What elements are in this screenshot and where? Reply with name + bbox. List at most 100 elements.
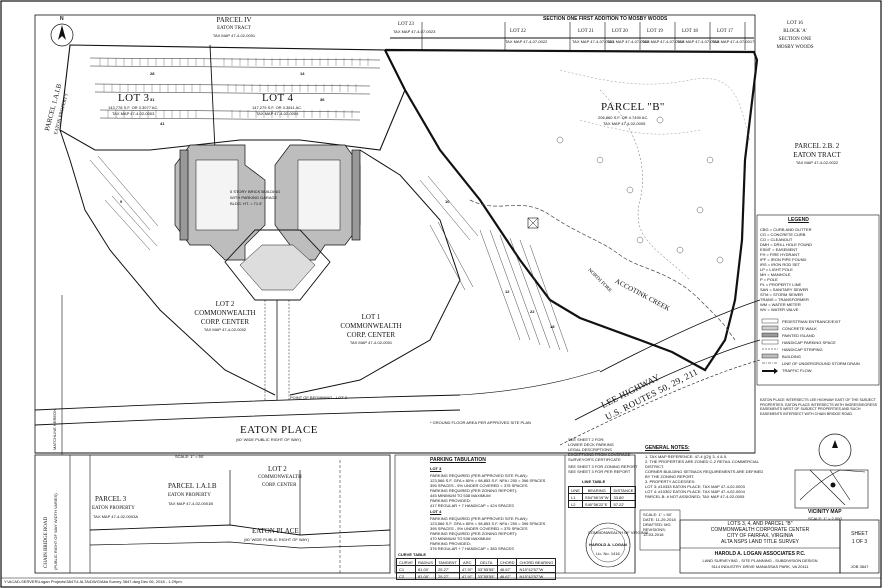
legend-symbol-item: PEDESTRIAN ENTRANCE/EXIT <box>782 319 841 324</box>
parking-line: PARKING REQUIRED (PER APPROVED SITE PLAN… <box>430 473 528 478</box>
block-a-label: BLOCK 'A' <box>783 29 807 34</box>
inset-parcel3-map: TAX MAP 47-4-02-0003A <box>93 514 138 519</box>
lot-23-map: TAX MAP 47-4-07-0023 <box>393 29 436 34</box>
table-cell: 47.97' <box>458 565 476 573</box>
legend-item: WV = WATER VALVE <box>760 307 799 312</box>
lot-20-map: TAX MAP 47-4-07-0020 <box>607 39 650 44</box>
lot1-line3: CORP. CENTER <box>346 331 396 339</box>
table-header: DELTA <box>474 558 498 566</box>
parcel-iv-subtitle: EATON TRACT <box>217 26 251 31</box>
legend-item: SAN = SANITARY SEWER <box>760 287 809 292</box>
parking-count: 31 <box>150 97 155 102</box>
table-header: CURVE <box>396 558 416 566</box>
legend-item: DMH = DRILL HOLE FOUND <box>760 242 813 247</box>
lot3-title: LOT 3 <box>118 92 150 104</box>
legend-title: LEGEND <box>788 217 809 223</box>
legend-item: CO = CLEANOUT <box>760 237 793 242</box>
parking-lot4-title: LOT 4 <box>430 509 442 514</box>
title-info: SCALE: 1" = 50' DATE: 11-29-2018 DRAFTED… <box>643 512 676 537</box>
building-label-1: 5 STORY BRICK BUILDING <box>230 189 281 194</box>
parking-line: 123,566 S.F. GFA x 80% = 98,853 S.F. NFA… <box>430 478 546 483</box>
general-note-line: 3. PROPERTY ACCESSES: <box>645 479 696 484</box>
table-cell: N15°42'57"W <box>516 572 557 580</box>
project-line-2: COMMONWEALTH CORPORATE CENTER <box>710 527 810 533</box>
parking-line: PARKING REQUIRED (PER ZONING REPORT): <box>430 531 518 536</box>
inset-parcel-1a1b-title: PARCEL 1.A.I.B <box>168 482 217 490</box>
general-note-line: 1. TAX MAP REFERENCE: 47-4 ((2)) 3, 4 & … <box>645 454 728 459</box>
lot-23-label: LOT 23 <box>398 22 414 27</box>
table-header: TANGENT <box>435 558 460 566</box>
general-note-line: CORNER BUILDING SETBACK REQUIREMENTS ARE… <box>645 469 764 474</box>
legend-item: LP = LIGHT POLE <box>760 267 793 272</box>
table-cell: 33.80' <box>610 493 637 501</box>
block-a-section: SECTION ONE <box>778 37 812 42</box>
job-number: JOB 3847 <box>850 564 869 569</box>
table-header: ARC <box>458 558 476 566</box>
general-note-line: BY THE ZONING REPORT. <box>645 474 695 479</box>
inset-chain-bridge-sub: (PUBLIC RIGHT OF WAY WIDTH VARIES) <box>53 493 58 570</box>
lot2-title: LOT 2 <box>215 300 235 308</box>
table-header-row: CURVE RADIUS TANGENT ARC DELTA CHORD CHO… <box>396 558 557 566</box>
lot3-lot4-division <box>209 44 216 151</box>
lot-20-label: LOT 20 <box>612 29 628 34</box>
lot2-line3: CORP. CENTER <box>200 318 250 326</box>
eaton-place-title: EATON PLACE <box>240 424 318 436</box>
legend-item: MH = MANHOLE <box>760 272 791 277</box>
parking-line: 395 SPACES - 5% UNDER COVERED = 375 SPAC… <box>430 526 528 531</box>
table-cell: N15°42'57"W <box>516 565 557 573</box>
see-sheet-line: SEE SHEET 3 FOR PER REPORT <box>568 469 631 474</box>
parking-line: 445 MINIMUM TO 538 MAXIMUM <box>430 493 491 498</box>
table-header: BEARING <box>581 486 612 494</box>
lot-21-label: LOT 21 <box>578 29 594 34</box>
top-lot-dividers <box>421 22 746 50</box>
lot4-area: 147,279 S.F. OR 3.3811 AC. <box>252 105 303 110</box>
lot-18-label: LOT 18 <box>682 29 698 34</box>
parking-count: 28 <box>150 71 155 76</box>
curve-table-title: CURVE TABLE <box>398 552 427 557</box>
legend-symbol-item: HANDICAP PARKING SPACE <box>782 340 836 345</box>
parcel-2b2-subtitle: EATON TRACT <box>793 151 841 159</box>
table-header: RADIUS <box>414 558 437 566</box>
project-line-1: LOTS 3, 4, AND PARCEL "B" <box>727 521 793 527</box>
parking-count: 10 <box>445 199 450 204</box>
see-sheet-notes: SEE SHEET 2 FOR: LOWER DECK PARKING LEGA… <box>568 437 638 474</box>
lot3-area: 143,778 S.F. OR 3.3077 AC. <box>108 105 159 110</box>
table-cell: C1 <box>396 565 416 573</box>
lot1-title: LOT 1 <box>361 313 381 321</box>
table-cell: 25.27' <box>435 565 460 573</box>
title-rev-date: 12-03-2018 <box>643 532 664 537</box>
parking-line: 395 SPACES - 5% UNDER COVERED = 375 SPAC… <box>430 483 528 488</box>
inset-frame <box>34 454 391 574</box>
table-header: CHORD BEARING <box>516 558 557 566</box>
see-sheet-line: LOWER DECK PARKING <box>568 442 614 447</box>
lot1-map: TAX MAP 47-4-02-0001 <box>349 340 393 345</box>
curve-table: CURVE RADIUS TANGENT ARC DELTA CHORD CHO… <box>396 558 557 580</box>
legend-item: FH = FIRE HYDRANT <box>760 252 800 257</box>
tree-symbols <box>556 116 724 264</box>
line-table-title: LINE TABLE <box>582 479 606 484</box>
lot4-map: TAX MAP 47-4-02-0004 <box>256 111 299 116</box>
vicinity-map-frame <box>794 469 869 509</box>
table-row: L1 S54°56'19"W 33.80' <box>568 493 637 501</box>
parking-line: PARKING REQUIRED (PER ZONING REPORT): <box>430 488 518 493</box>
parcel-iv-map: TAX MAP 47-4-02-0001 <box>212 33 256 38</box>
firm-subtitle: LAND SURVEYING - SITE PLANNING - SUBDIVI… <box>702 558 818 563</box>
table-cell: 25.27' <box>435 572 460 580</box>
general-note-line: 2. THE PROPERTIES ARE ZONED C-2 RETAIL C… <box>645 459 759 464</box>
table-header: CHORD <box>496 558 518 566</box>
eaton-place-sub: (60' WIDE PUBLIC RIGHT OF WAY) <box>236 437 301 442</box>
table-cell: S40°56'22"E <box>581 500 612 508</box>
inset-parcel-1a1b-subtitle: EATON PROPERTY <box>168 493 211 498</box>
firm-address: 9114 INDUSTRY DRIVE MANASSAS PARK, VA 20… <box>711 564 809 569</box>
parcel-iv-title: PARCEL IV <box>216 16 252 24</box>
legend-symbols: PEDESTRIAN ENTRANCE/EXIT CONCRETE WALK P… <box>760 318 860 374</box>
table-header-row: LINE BEARING DISTANCE <box>568 486 637 494</box>
block-a-subdivision: MOSBY WOODS <box>776 45 814 50</box>
legend-symbol-item: PAINTED ISLAND <box>782 333 815 338</box>
legend-frame <box>756 214 880 386</box>
see-sheet-line: SURVEYOR'S CERTIFICATE <box>568 457 621 462</box>
creek-line <box>469 199 736 341</box>
inset-eaton-title: EATON PLACE <box>252 527 299 535</box>
